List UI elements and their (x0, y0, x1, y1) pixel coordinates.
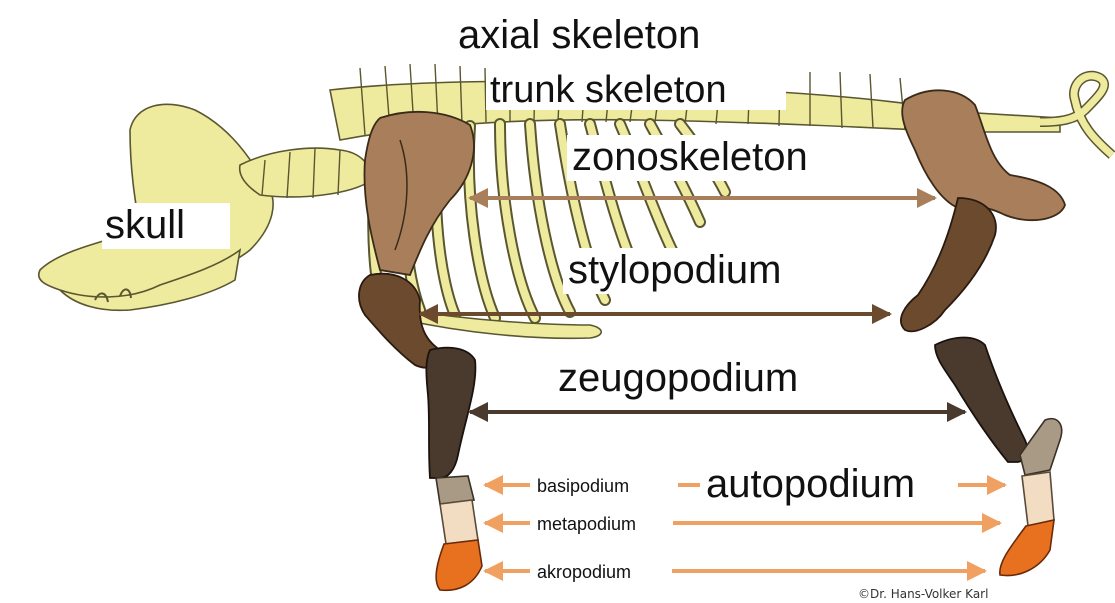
label-stylopodium: stylopodium (568, 248, 781, 292)
label-basipodium: basipodium (537, 476, 629, 496)
cervical-vertebrae (240, 148, 372, 197)
label-metapodium: metapodium (537, 514, 636, 534)
tarsals (1020, 419, 1062, 475)
label-trunk-skeleton: trunk skeleton (490, 69, 727, 111)
label-skull: skull (105, 203, 185, 247)
label-zeugopodium: zeugopodium (558, 356, 798, 400)
radius-ulna-fore (426, 348, 475, 478)
phalanges-hind (1000, 520, 1054, 576)
label-autopodium: autopodium (706, 462, 915, 506)
label-akropodium: akropodium (537, 562, 631, 582)
metatarsals (1022, 472, 1054, 526)
label-axial-skeleton: axial skeleton (458, 13, 700, 57)
phalanges-fore (436, 540, 482, 590)
pelvis (902, 90, 1065, 220)
label-zonoskeleton: zonoskeleton (572, 135, 808, 179)
tibia (935, 338, 1028, 463)
credit: ©Dr. Hans-Volker Karl (858, 587, 988, 601)
scapula-fore (364, 112, 473, 275)
femur (901, 198, 996, 331)
metacarpals-fore (440, 500, 478, 544)
forelimb (359, 112, 482, 591)
